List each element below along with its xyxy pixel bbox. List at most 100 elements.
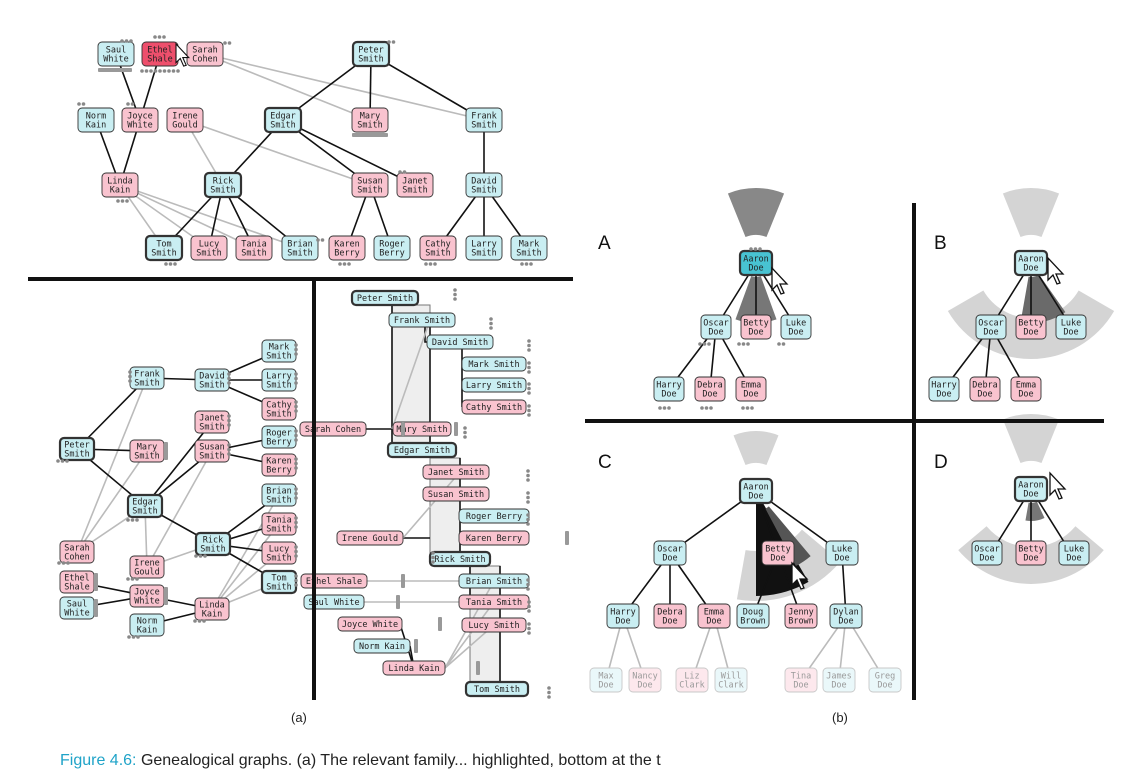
itree-node-edgar[interactable]: Edgar Smith [386, 441, 458, 459]
itree-node-roger[interactable]: Roger Berry [458, 508, 530, 524]
panelA-dots-luke[interactable] [777, 342, 786, 346]
htree-dots-rick[interactable] [194, 554, 207, 558]
itree-node-tom[interactable]: Tom Smith [464, 680, 530, 698]
ethel-expand-dots-bottom[interactable] [140, 69, 180, 73]
htree-dots-norm[interactable] [127, 635, 140, 639]
htree-dots-david[interactable] [227, 372, 231, 385]
itree-dots-10[interactable] [527, 600, 531, 613]
panelA-dots-emma[interactable] [741, 406, 754, 410]
htree-dots-edgar[interactable] [126, 518, 139, 522]
htree-dots-lucy[interactable] [294, 545, 298, 558]
htree-dots-cathy[interactable] [294, 400, 298, 413]
itree-dots-1[interactable] [489, 317, 493, 330]
itree-dots-6[interactable] [526, 469, 530, 482]
itree-bar-joyce[interactable] [438, 617, 442, 631]
dots-mark[interactable] [520, 262, 533, 266]
itree-dots-7[interactable] [526, 491, 530, 504]
itree-node-frank[interactable]: Frank Smith [388, 312, 456, 328]
dots-cathy[interactable] [424, 262, 437, 266]
htree-dots-larry[interactable] [294, 372, 298, 385]
itree-node-mark[interactable]: Mark Smith [461, 356, 527, 372]
itree-node-saul[interactable]: Saul White [303, 594, 365, 610]
panelA-dots-aaron[interactable] [749, 247, 762, 251]
itree-node-cathy[interactable]: Cathy Smith [461, 399, 527, 415]
itree-dots-12[interactable] [431, 551, 435, 564]
itree-node-rick[interactable]: Rick Smith [428, 550, 492, 568]
ethel-expand-dots-top[interactable] [153, 35, 166, 39]
itree-dots-4[interactable] [527, 382, 531, 395]
htree-dots-janet[interactable] [227, 414, 231, 427]
panelA-dots-oscar[interactable] [698, 342, 711, 346]
itree-node-tania[interactable]: Tania Smith [458, 594, 530, 610]
htree-dots-roger[interactable] [294, 429, 298, 442]
itree-bar-norm[interactable] [414, 639, 418, 653]
itree-dots-14[interactable] [463, 426, 467, 439]
itree-dots-11[interactable] [527, 622, 531, 635]
itree-node-joyce[interactable]: Joyce White [337, 616, 403, 632]
htree-dots-peter[interactable] [56, 459, 69, 463]
panelA-dots-debra[interactable] [700, 406, 713, 410]
dots-peter[interactable] [387, 40, 396, 44]
htree-dots-susan[interactable] [227, 443, 231, 456]
itree-bar-ethel[interactable] [401, 574, 405, 588]
saul-collapse-bar[interactable] [98, 68, 132, 72]
dots-sarah[interactable] [223, 41, 232, 45]
itree-node-larry[interactable]: Larry Smith [461, 377, 527, 393]
dots-tom[interactable] [164, 262, 177, 266]
htree-bar-mary[interactable] [164, 442, 168, 460]
itree-bar-linda[interactable] [476, 661, 480, 675]
dots-brian[interactable] [316, 238, 325, 242]
dots-susan[interactable] [398, 170, 407, 174]
itree-dots-5[interactable] [527, 404, 531, 417]
itree-bar-mary[interactable] [454, 422, 458, 436]
htree-bar-ethel[interactable] [94, 573, 98, 591]
itree-dots-8[interactable] [526, 513, 530, 526]
itree-node-karen[interactable]: Karen Berry [458, 530, 530, 546]
htree-bar-saul[interactable] [94, 599, 98, 617]
